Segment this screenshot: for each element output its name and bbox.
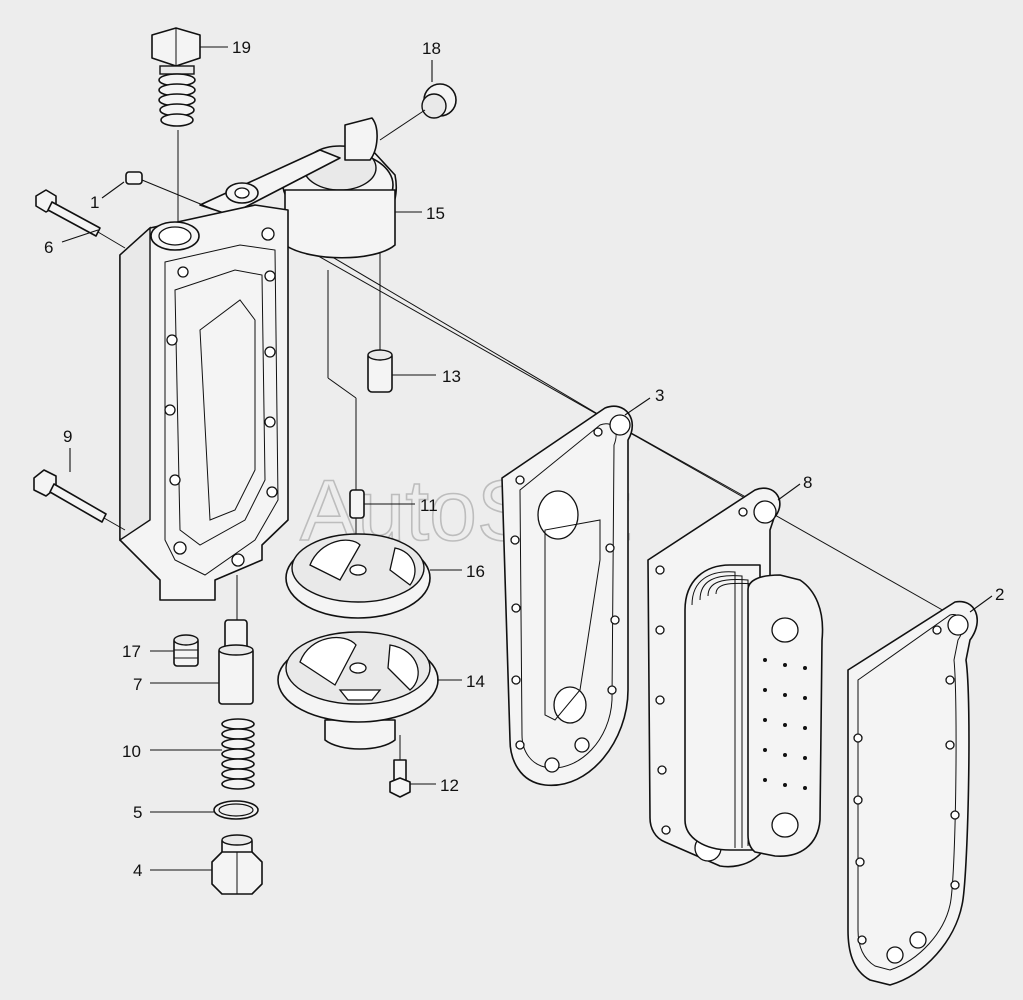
part-3-gasket — [501, 405, 634, 787]
callout-label: 2 — [995, 585, 1004, 604]
part-17-plug — [173, 634, 199, 667]
part-18-plug — [379, 83, 457, 141]
part-4-plug — [211, 834, 263, 895]
part-16-disc — [285, 533, 431, 619]
callout-label: 15 — [426, 204, 445, 223]
callout-label: 14 — [466, 672, 485, 691]
callout-label: 11 — [420, 496, 438, 515]
callout-label: 8 — [803, 473, 812, 492]
callout-label: 9 — [63, 427, 72, 446]
callout-label: 7 — [133, 675, 142, 694]
part-8-cooler — [647, 487, 824, 868]
callout-labels: 19 18 1 6 15 13 3 9 11 8 16 2 17 14 7 10… — [44, 38, 1004, 880]
callout-label: 16 — [466, 562, 485, 581]
callout-label: 18 — [422, 39, 441, 58]
part-5-o-ring — [213, 800, 259, 820]
callout-leaders — [61, 46, 993, 871]
callout-label: 13 — [442, 367, 461, 386]
callout-label: 17 — [122, 642, 141, 661]
part-13-sleeve — [367, 349, 393, 393]
callout-label: 12 — [440, 776, 459, 795]
part-2-gasket — [847, 600, 979, 986]
callout-label: 6 — [44, 238, 53, 257]
part-14-thermostat — [277, 631, 439, 750]
callout-label: 3 — [655, 386, 664, 405]
callout-label: 1 — [90, 193, 99, 212]
part-9-bolt — [33, 469, 126, 531]
callout-label: 10 — [122, 742, 141, 761]
callout-label: 19 — [232, 38, 251, 57]
part-6-bolt — [35, 189, 126, 249]
part-12-bolt — [389, 759, 411, 798]
callout-label: 5 — [133, 803, 142, 822]
part-7-piston — [218, 619, 254, 705]
callout-label: 4 — [133, 861, 142, 880]
part-19-bolt — [151, 27, 201, 127]
part-1-plug — [125, 171, 216, 211]
part-10-spring — [221, 718, 255, 790]
oil-filter-housing — [119, 117, 397, 601]
part-11-pin — [349, 489, 365, 519]
